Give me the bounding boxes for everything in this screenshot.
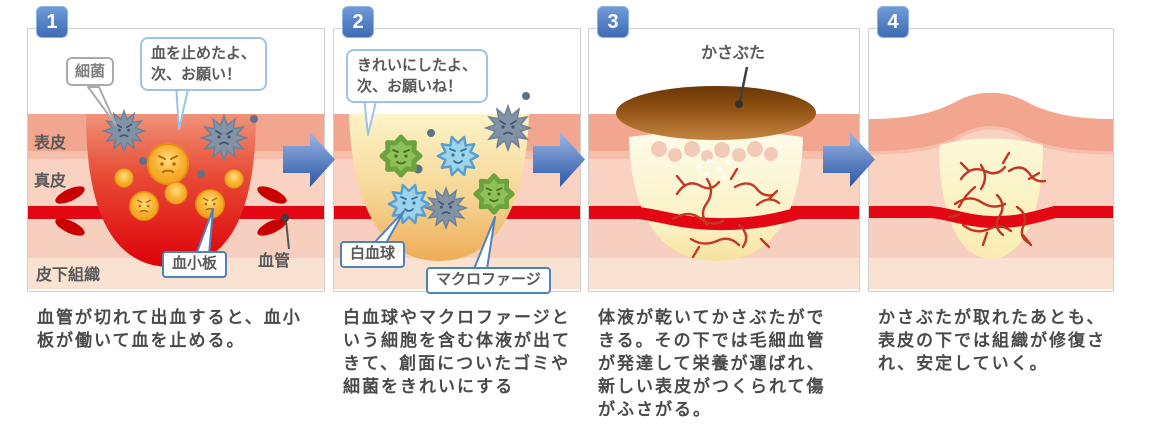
capillaries bbox=[947, 151, 1047, 247]
panel-4-box: 4 bbox=[868, 6, 1114, 292]
speech-line-1: 血を止めたよ、 bbox=[151, 45, 257, 62]
scab-shape bbox=[616, 86, 816, 140]
label-pointers bbox=[735, 66, 749, 108]
caption-step-4: かさぶたが取れたあとも、表皮の下では組織が修復され、安定していく。 bbox=[878, 308, 1106, 373]
arrow-right-icon bbox=[283, 132, 335, 187]
caption-step-1: 血管が切れて出血すると、血小板が働いて血を止める。 bbox=[37, 308, 302, 350]
panel-step-1: 細菌 血を止めたよ、 次、お願い！ 表皮 真皮 皮下組織 血小板 血管 1 血管… bbox=[27, 6, 325, 350]
caption-step-3: 体液が乾いてかさぶたができる。その下では毛細血管が発達して栄養が運ばれ、新しい表… bbox=[598, 308, 826, 419]
speech-line-1: きれいにしたよ、 bbox=[357, 57, 478, 74]
step-badge-4: 4 bbox=[877, 6, 909, 38]
blood-vessel-label: 血管 bbox=[258, 253, 291, 270]
wbc-speech-bubble: きれいにしたよ、 次、お願いね！ bbox=[346, 49, 489, 103]
skin-cross-section-scab bbox=[589, 66, 859, 289]
step-badge-3: 3 bbox=[597, 6, 629, 38]
macrophage-tag: マクロファージ bbox=[426, 267, 551, 294]
arrow-right-icon bbox=[533, 132, 585, 187]
platelet-tag: 血小板 bbox=[162, 251, 228, 278]
platelet-icon bbox=[147, 143, 189, 185]
bacteria-label: 細菌 bbox=[75, 63, 106, 80]
step-badge-2: 2 bbox=[342, 6, 374, 38]
skin-cross-section-cleaning bbox=[334, 92, 580, 289]
platelet-icon bbox=[224, 169, 244, 189]
platelet-icon bbox=[129, 191, 159, 221]
capillaries bbox=[671, 167, 781, 259]
speech-line-2: 次、お願い！ bbox=[151, 66, 242, 83]
platelet-speech-bubble: 血を止めたよ、 次、お願い！ bbox=[140, 37, 268, 91]
blood-vessel bbox=[869, 206, 1113, 229]
speech-line-2: 次、お願いね！ bbox=[357, 78, 463, 95]
caption-step-2: 白血球やマクロファージという細胞を含む体液が出てきて、創面についたゴミや細菌をき… bbox=[343, 308, 571, 396]
subcutaneous-label: 皮下組織 bbox=[36, 267, 101, 284]
epidermis-label: 表皮 bbox=[34, 135, 67, 152]
platelet-icon bbox=[195, 189, 225, 219]
bacteria-specks bbox=[413, 92, 530, 174]
bacteria-specks bbox=[139, 115, 258, 178]
healing-wound-cup bbox=[629, 131, 803, 261]
bacteria-label-bubble: 細菌 bbox=[66, 57, 115, 86]
platelet-icon bbox=[114, 168, 134, 188]
label-pointers bbox=[363, 96, 496, 270]
panel-3-box: かさぶた 3 bbox=[588, 6, 860, 292]
skin-cross-section-healed bbox=[869, 92, 1113, 289]
panel-step-3: かさぶた 3 体液が乾いてかさぶたができる。その下では毛細血管が発達して栄養が運… bbox=[588, 6, 860, 419]
panel-1-box: 細菌 血を止めたよ、 次、お願い！ 表皮 真皮 皮下組織 血小板 血管 1 bbox=[27, 6, 325, 292]
platelet-icon bbox=[164, 181, 188, 205]
torn-vessel-ends bbox=[55, 186, 287, 236]
panel-step-4: 4 かさぶたが取れたあとも、表皮の下では組織が修復され、安定していく。 bbox=[868, 6, 1114, 373]
arrow-right-icon bbox=[823, 132, 875, 187]
dermis-label: 真皮 bbox=[34, 173, 67, 190]
new-cell-dots bbox=[696, 158, 732, 180]
step-badge-1: 1 bbox=[36, 6, 68, 38]
scab-label: かさぶた bbox=[701, 45, 766, 62]
macrophage-icon bbox=[382, 137, 420, 175]
white-blood-cell-tag: 白血球 bbox=[340, 241, 406, 268]
macrophage-icon bbox=[476, 176, 512, 212]
